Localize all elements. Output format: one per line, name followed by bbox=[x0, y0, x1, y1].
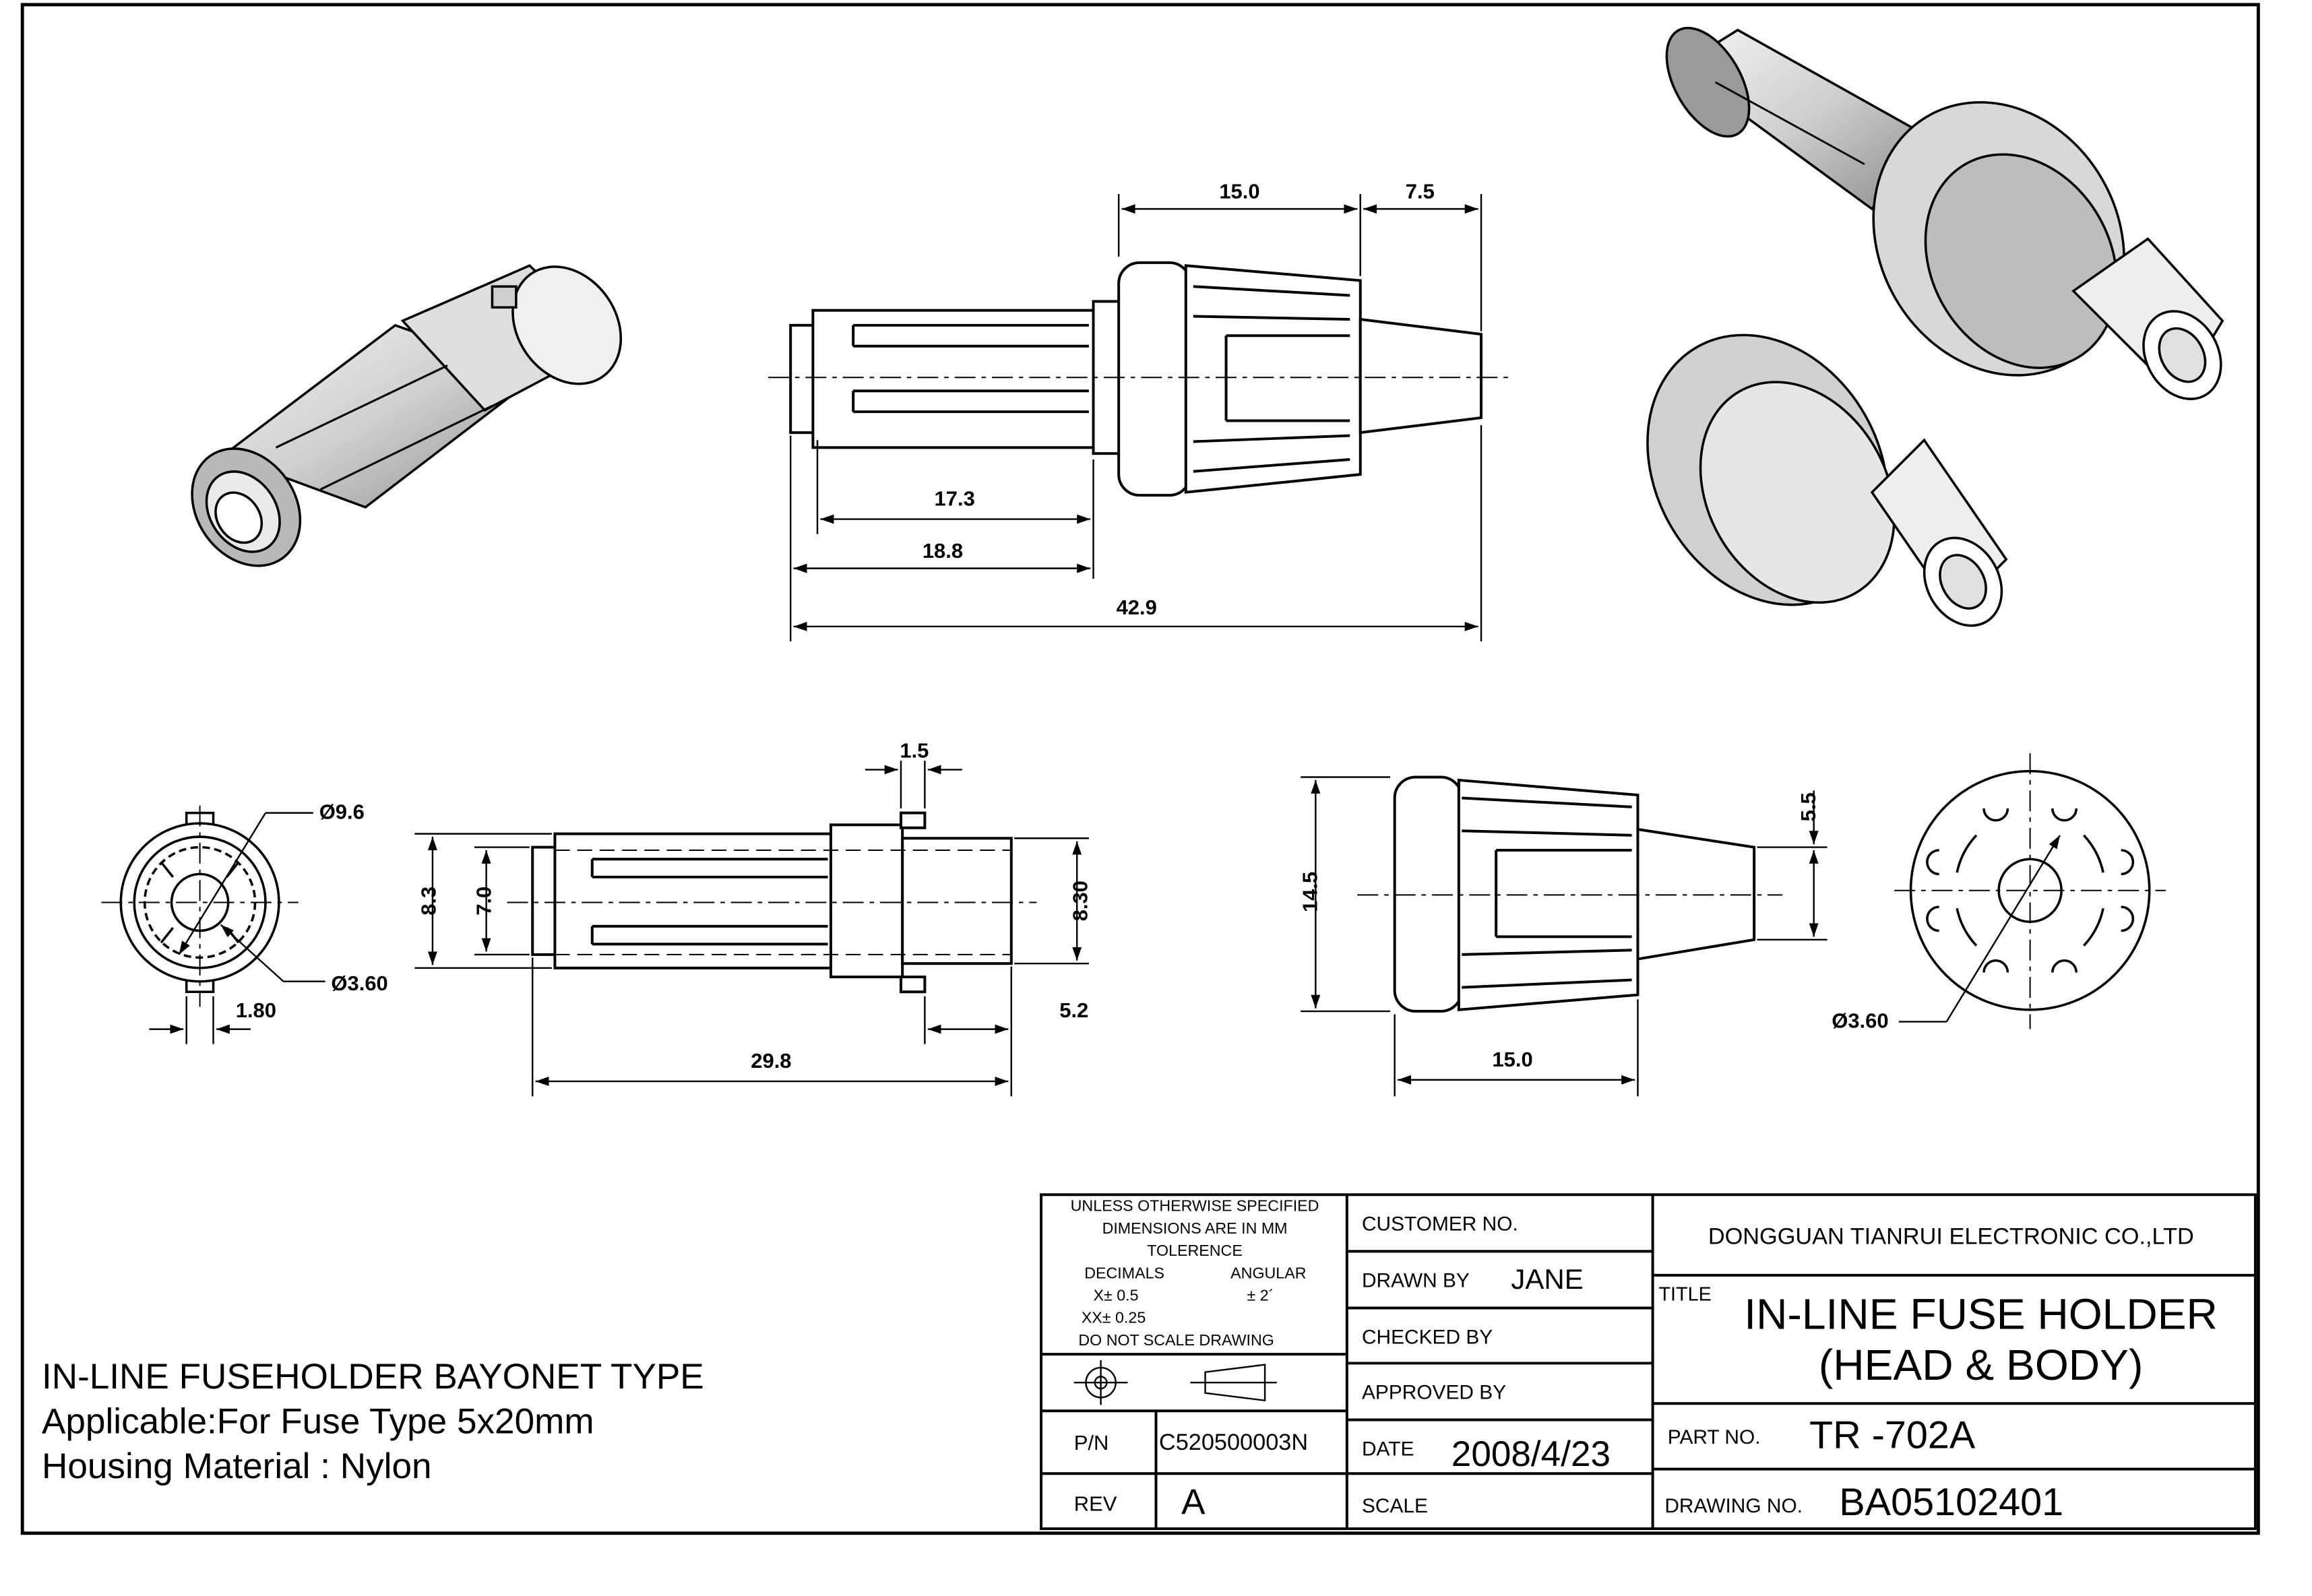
title-line2: (HEAD & BODY) bbox=[1819, 1341, 2143, 1389]
tol-angle-value: ± 2´ bbox=[1247, 1286, 1274, 1304]
dim-1-80: 1.80 bbox=[236, 998, 276, 1022]
note-material: Housing Material : Nylon bbox=[42, 1446, 432, 1486]
part-no-value: TR -702A bbox=[1809, 1414, 1976, 1457]
tol-decimals: DECIMALS bbox=[1084, 1264, 1164, 1281]
head-end-dims bbox=[1898, 835, 2061, 1023]
pn-value: C520500003N bbox=[1159, 1430, 1308, 1455]
dim-dia-3-60-end: Ø3.60 bbox=[331, 971, 387, 995]
head-end-view bbox=[1909, 769, 2151, 1011]
rev-value: A bbox=[1181, 1482, 1206, 1522]
body-side-dims bbox=[414, 761, 1089, 1097]
tol-x: X± 0.5 bbox=[1094, 1286, 1139, 1304]
company-name: DONGGUAN TIANRUI ELECTRONIC CO.,LTD bbox=[1708, 1223, 2194, 1249]
tol-no-scale: DO NOT SCALE DRAWING bbox=[1078, 1331, 1274, 1349]
iso-view-head-lower bbox=[1646, 333, 2008, 627]
date-value: 2008/4/23 bbox=[1451, 1434, 1611, 1474]
tol-xx: XX± 0.25 bbox=[1082, 1309, 1146, 1327]
note-type: IN-LINE FUSEHOLDER BAYONET TYPE bbox=[42, 1357, 704, 1397]
body-side-view bbox=[531, 811, 1013, 994]
iso-view-head-upper bbox=[1665, 26, 2224, 400]
dim-29-8: 29.8 bbox=[751, 1049, 791, 1073]
approved-by-label: APPROVED BY bbox=[1362, 1382, 1506, 1404]
iso-view-body bbox=[191, 264, 623, 567]
dim-5-5: 5.5 bbox=[1797, 792, 1820, 821]
dim-42-9: 42.9 bbox=[1117, 596, 1157, 619]
note-applicable: Applicable:For Fuse Type 5x20mm bbox=[42, 1401, 594, 1441]
title-line1: IN-LINE FUSE HOLDER bbox=[1744, 1290, 2218, 1339]
dim-dia-3-60-head: Ø3.60 bbox=[1832, 1009, 1888, 1032]
head-side-view bbox=[1393, 775, 1756, 1013]
head-side-dims bbox=[1301, 776, 1827, 1097]
drawn-by-value: JANE bbox=[1511, 1263, 1583, 1295]
tol-line3: TOLERENCE bbox=[1147, 1242, 1243, 1259]
dim-7-0: 7.0 bbox=[472, 887, 495, 916]
drawing-no-value: BA05102401 bbox=[1839, 1481, 2063, 1524]
dim-dia-9-6: Ø9.6 bbox=[319, 800, 365, 823]
dim-15-0-top: 15.0 bbox=[1219, 180, 1259, 203]
pn-label: P/N bbox=[1074, 1431, 1109, 1455]
dim-1-5: 1.5 bbox=[900, 739, 929, 763]
dim-5-2: 5.2 bbox=[1059, 998, 1088, 1022]
top-view-dims bbox=[789, 194, 1482, 642]
customer-label: CUSTOMER NO. bbox=[1362, 1213, 1518, 1235]
date-label: DATE bbox=[1362, 1438, 1414, 1461]
tol-line1: UNLESS OTHERWISE SPECIFIED bbox=[1071, 1197, 1319, 1215]
dim-8-30: 8.30 bbox=[1069, 881, 1092, 921]
dim-7-5: 7.5 bbox=[1406, 180, 1435, 203]
dim-8-3: 8.3 bbox=[416, 887, 440, 916]
title-block bbox=[1040, 1193, 2257, 1531]
top-side-view bbox=[789, 261, 1483, 497]
end-view-dims bbox=[149, 812, 325, 1044]
scale-label: SCALE bbox=[1362, 1495, 1428, 1517]
dim-17-3: 17.3 bbox=[935, 487, 975, 511]
dim-15-0-head: 15.0 bbox=[1492, 1048, 1532, 1071]
title-label: TITLE bbox=[1658, 1283, 1711, 1305]
tol-angular: ANGULAR bbox=[1230, 1264, 1306, 1281]
drawing-border bbox=[20, 3, 2260, 1535]
checked-by-label: CHECKED BY bbox=[1362, 1327, 1493, 1349]
tol-line2: DIMENSIONS ARE IN MM bbox=[1102, 1219, 1288, 1237]
drawn-by-label: DRAWN BY bbox=[1362, 1270, 1470, 1292]
part-no-label: PART NO. bbox=[1668, 1426, 1761, 1448]
dim-18-8: 18.8 bbox=[923, 539, 963, 563]
projection-symbol bbox=[1073, 1360, 1277, 1405]
dim-14-5: 14.5 bbox=[1299, 872, 1322, 912]
rev-label: REV bbox=[1074, 1492, 1117, 1516]
drawing-no-label: DRAWING NO. bbox=[1664, 1495, 1803, 1517]
